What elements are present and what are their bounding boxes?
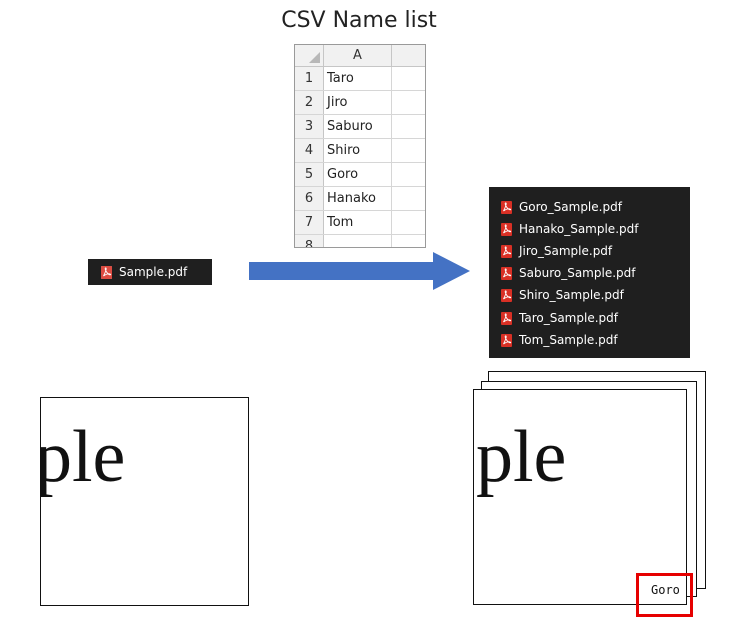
- output-file-name: Taro_Sample.pdf: [519, 311, 618, 325]
- output-file-item[interactable]: Taro_Sample.pdf: [501, 311, 618, 325]
- sheet-row: 1 Taro: [295, 67, 425, 91]
- sheet-row: 4 Shiro: [295, 139, 425, 163]
- output-file-item[interactable]: Jiro_Sample.pdf: [501, 244, 612, 258]
- input-file-item[interactable]: Sample.pdf: [101, 265, 187, 279]
- sheet-row: 2 Jiro: [295, 91, 425, 115]
- column-header-bar: [295, 45, 425, 67]
- cell-divider: [391, 163, 392, 186]
- output-file-item[interactable]: Tom_Sample.pdf: [501, 333, 618, 347]
- name-cell[interactable]: Taro: [327, 71, 354, 86]
- row-number[interactable]: 8: [295, 235, 324, 247]
- pdf-icon: [501, 288, 512, 302]
- cell-divider: [391, 235, 392, 247]
- pdf-icon: [501, 244, 512, 258]
- row-number[interactable]: 5: [295, 163, 324, 186]
- pdf-icon: [501, 200, 512, 214]
- page-sample-text: ple: [40, 416, 126, 498]
- cell-divider: [391, 211, 392, 234]
- diagram-title: CSV Name list: [281, 8, 437, 33]
- name-stamp-text: Goro: [651, 583, 680, 597]
- output-file-list: Goro_Sample.pdf Hanako_Sample.pdf Jiro_S…: [489, 187, 690, 358]
- cell-divider: [391, 139, 392, 162]
- sheet-row: 6 Hanako: [295, 187, 425, 211]
- column-header-a[interactable]: A: [324, 45, 392, 66]
- name-cell[interactable]: Jiro: [327, 95, 348, 110]
- pdf-icon: [501, 266, 512, 280]
- output-file-name: Shiro_Sample.pdf: [519, 288, 624, 302]
- name-cell[interactable]: Goro: [327, 167, 359, 182]
- output-file-name: Tom_Sample.pdf: [519, 333, 618, 347]
- pdf-icon: [501, 333, 512, 347]
- cell-divider: [391, 115, 392, 138]
- row-number[interactable]: 6: [295, 187, 324, 210]
- output-file-name: Jiro_Sample.pdf: [519, 244, 613, 258]
- page-sample-text: ple: [476, 416, 567, 498]
- name-cell[interactable]: Shiro: [327, 143, 361, 158]
- output-page-preview: ple Goro: [473, 389, 687, 605]
- pdf-icon: [501, 311, 512, 325]
- cell-divider: [391, 91, 392, 114]
- select-all-corner[interactable]: [295, 45, 324, 66]
- output-file-name: Goro_Sample.pdf: [519, 200, 622, 214]
- output-file-item[interactable]: Hanako_Sample.pdf: [501, 222, 638, 236]
- row-number[interactable]: 2: [295, 91, 324, 114]
- output-file-item[interactable]: Goro_Sample.pdf: [501, 200, 622, 214]
- output-file-name: Hanako_Sample.pdf: [519, 222, 639, 236]
- row-number[interactable]: 4: [295, 139, 324, 162]
- cell-divider: [391, 67, 392, 90]
- row-number[interactable]: 3: [295, 115, 324, 138]
- output-file-item[interactable]: Saburo_Sample.pdf: [501, 266, 635, 280]
- original-page-preview: ple: [40, 397, 249, 606]
- cell-divider: [391, 187, 392, 210]
- row-number[interactable]: 1: [295, 67, 324, 90]
- output-file-item[interactable]: Shiro_Sample.pdf: [501, 288, 624, 302]
- csv-spreadsheet: A 1 Taro 2 Jiro 3 Saburo 4 Shiro 5 Goro …: [294, 44, 426, 248]
- pdf-icon: [501, 222, 512, 236]
- sheet-row: 3 Saburo: [295, 115, 425, 139]
- highlight-box: [636, 573, 693, 617]
- pdf-icon: [101, 265, 112, 279]
- sheet-row: 8: [295, 235, 425, 247]
- row-number[interactable]: 7: [295, 211, 324, 234]
- input-file-name: Sample.pdf: [119, 265, 188, 279]
- right-arrow-icon: [249, 252, 470, 290]
- name-cell[interactable]: [327, 235, 389, 247]
- name-cell[interactable]: Saburo: [327, 119, 373, 134]
- sheet-row: 5 Goro: [295, 163, 425, 187]
- corner-triangle-icon: [309, 52, 320, 63]
- name-cell[interactable]: Tom: [327, 215, 354, 230]
- output-file-name: Saburo_Sample.pdf: [519, 266, 636, 280]
- sheet-row: 7 Tom: [295, 211, 425, 235]
- input-file-list: Sample.pdf: [88, 259, 212, 285]
- name-cell[interactable]: Hanako: [327, 191, 376, 206]
